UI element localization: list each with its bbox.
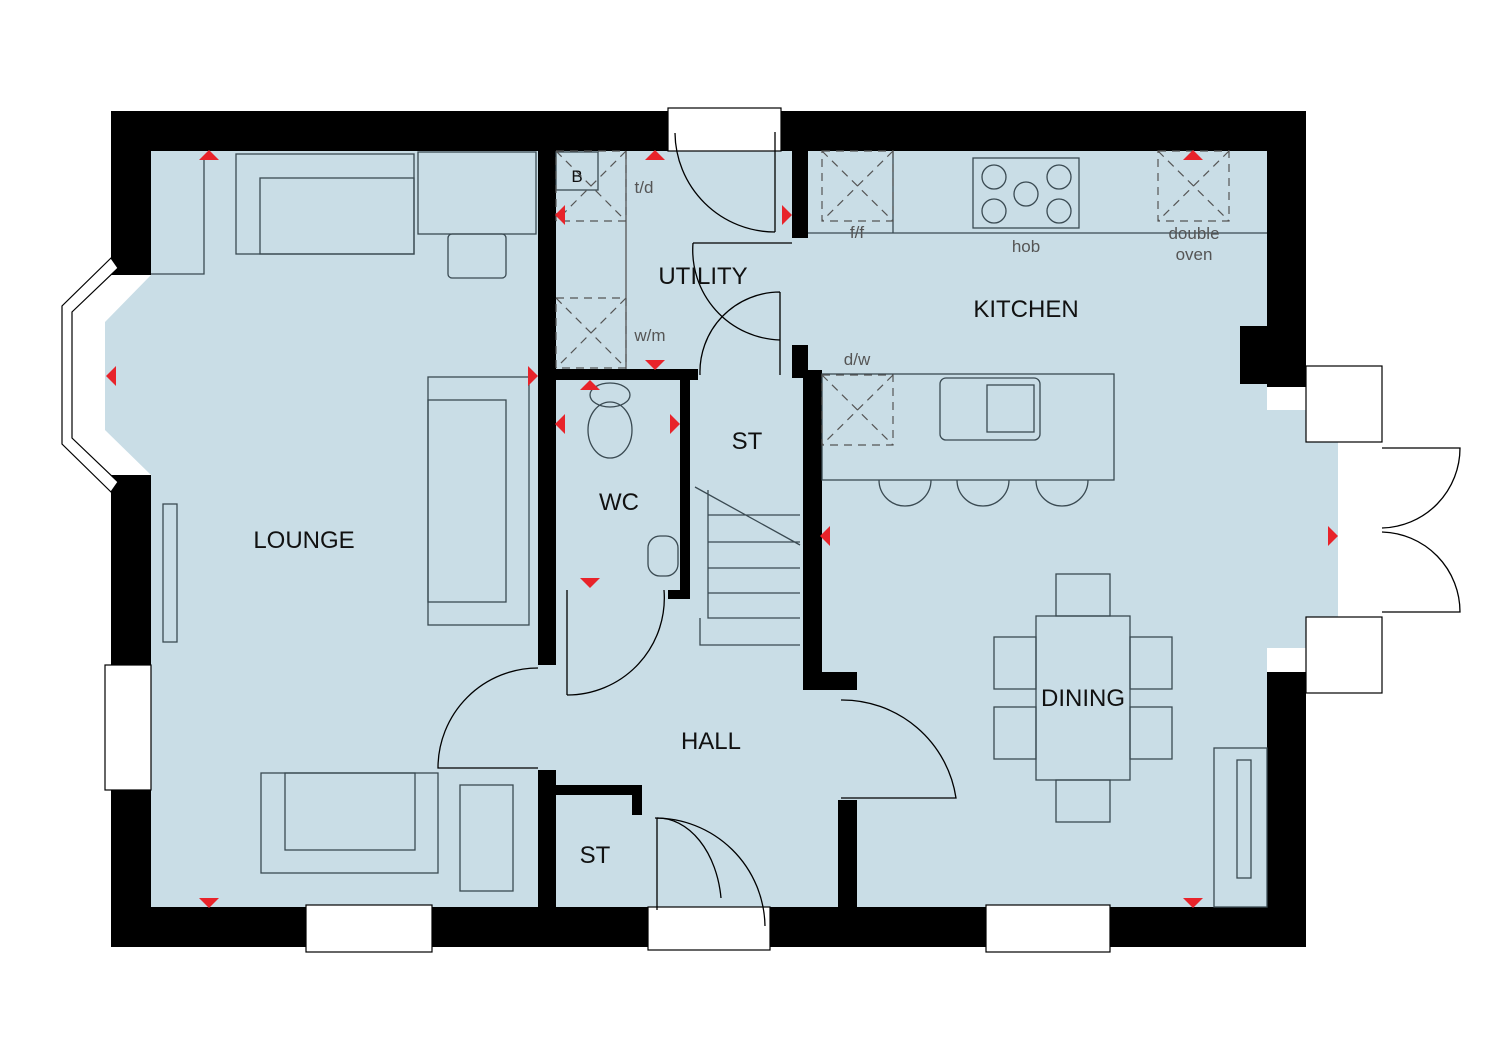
doors	[437, 132, 1461, 927]
external-walls	[111, 111, 1306, 947]
room-label-lounge: LOUNGE	[253, 527, 354, 554]
washing-machine-label: w/m	[633, 326, 665, 345]
double-oven-label-line2: oven	[1176, 245, 1213, 264]
floor-area	[105, 151, 1338, 907]
furniture	[151, 151, 1268, 908]
socket-markers	[106, 150, 1338, 908]
room-label-dining: DINING	[1041, 685, 1125, 712]
hob-label: hob	[1012, 237, 1040, 256]
room-label-utility: UTILITY	[658, 263, 747, 290]
room-label-wc: WC	[599, 489, 639, 516]
room-label-store-stairs: ST	[732, 428, 763, 455]
double-oven-label-line1: double	[1168, 224, 1219, 243]
dishwasher-label: d/w	[844, 350, 871, 369]
room-label-hall: HALL	[681, 728, 741, 755]
fridge-freezer-label: f/f	[850, 223, 864, 242]
room-label-kitchen: KITCHEN	[973, 296, 1078, 323]
internal-walls	[538, 111, 857, 907]
tumble-dryer-label: t/d	[635, 178, 654, 197]
boiler-label: B	[571, 167, 582, 186]
windows	[61, 107, 1383, 953]
room-label-store-hall: ST	[580, 842, 611, 869]
